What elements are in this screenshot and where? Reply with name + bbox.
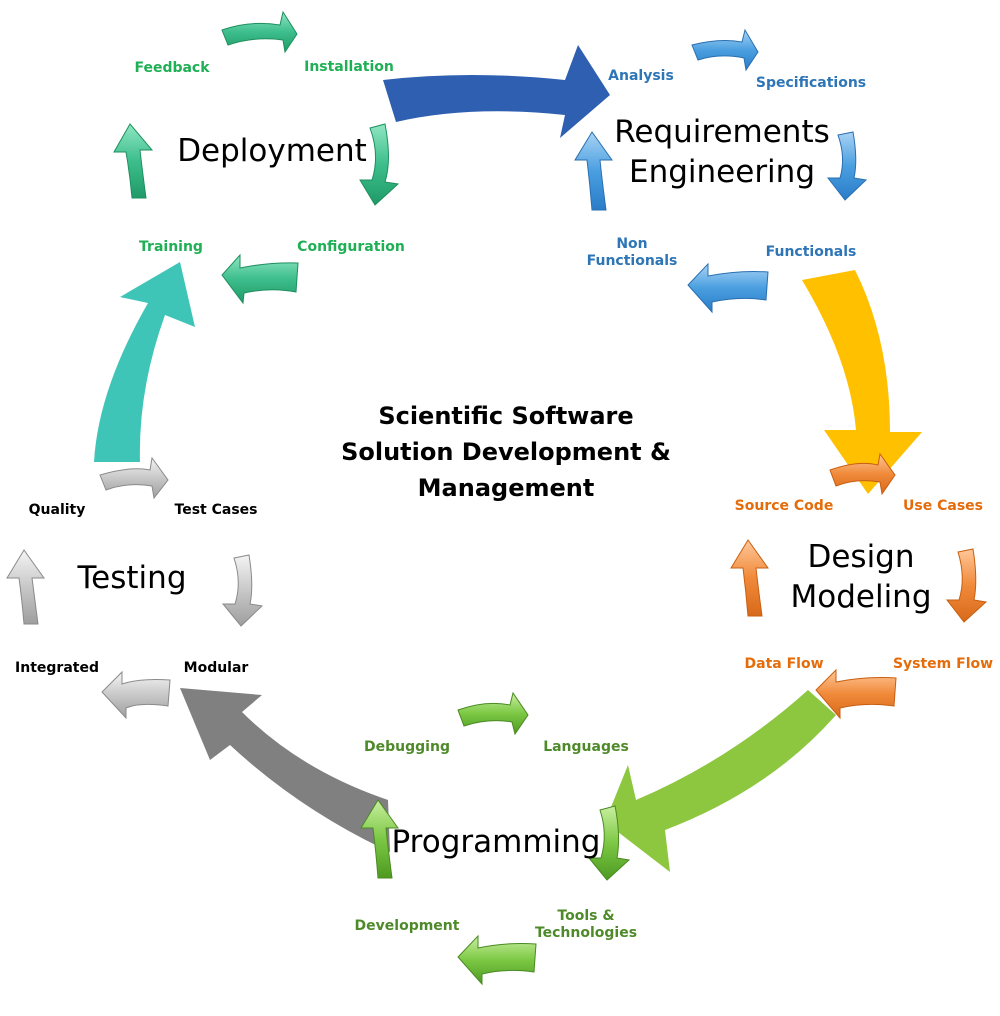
big-arrow-programming-to-testing	[180, 688, 390, 852]
step-integrated: Integrated	[15, 660, 99, 676]
phase-title-design: Design Modeling	[790, 537, 931, 618]
step-functionals: Functionals	[765, 244, 857, 260]
step-languages: Languages	[543, 739, 629, 755]
step-installation: Installation	[304, 59, 394, 75]
phase-title-line: Testing	[77, 560, 187, 596]
phase-title-requirements: Requirements Engineering	[614, 112, 830, 193]
arrow-source-code-to-use-cases	[829, 452, 896, 496]
step-source-code: Source Code	[734, 498, 834, 514]
step-data-flow: Data Flow	[744, 656, 824, 672]
step-modular: Modular	[183, 660, 249, 676]
step-training: Training	[139, 239, 203, 255]
phase-title-line: Modeling	[790, 579, 932, 616]
arrow-use-cases-to-system-flow	[945, 548, 988, 623]
step-analysis: Analysis	[608, 68, 674, 84]
requirements-step-arrows	[574, 28, 868, 314]
arrow-tools-to-development	[457, 934, 537, 986]
arrow-debugging-to-languages	[457, 691, 529, 736]
phase-title-programming: Programming	[392, 822, 601, 862]
design-step-arrows	[730, 452, 988, 720]
arrow-specifications-to-functionals	[826, 131, 868, 201]
step-non-functionals: Non Functionals	[587, 236, 678, 270]
step-quality: Quality	[28, 502, 86, 518]
center-title-line: Scientific Software	[378, 402, 634, 430]
arrow-non-functionals-to-analysis	[574, 131, 613, 211]
arrow-modular-to-integrated	[101, 670, 171, 720]
arrow-languages-to-tools	[587, 805, 631, 881]
phase-title-line: Deployment	[177, 133, 367, 169]
programming-step-arrows	[360, 691, 631, 986]
big-arrow-testing-to-deployment	[94, 262, 195, 462]
step-test-cases: Test Cases	[174, 502, 258, 518]
phase-title-testing: Testing	[78, 558, 187, 598]
phase-title-line: Programming	[391, 824, 601, 860]
step-system-flow: System Flow	[892, 656, 994, 672]
step-feedback: Feedback	[134, 60, 210, 76]
arrow-data-flow-to-source-code	[730, 539, 769, 617]
step-specifications: Specifications	[755, 75, 867, 91]
phase-title-line: Design	[807, 539, 915, 575]
big-arrow-deployment-to-requirements	[383, 45, 610, 138]
arrow-analysis-to-specifications	[691, 28, 759, 72]
step-debugging: Debugging	[364, 739, 450, 755]
arrow-integrated-to-quality	[6, 549, 45, 625]
step-configuration: Configuration	[297, 239, 405, 255]
phase-title-deployment: Deployment	[177, 131, 367, 171]
arrow-installation-to-configuration	[359, 123, 400, 206]
testing-step-arrows	[6, 456, 264, 720]
arrow-development-to-debugging	[360, 799, 399, 879]
phase-title-line: Requirements	[614, 114, 830, 150]
arrow-functionals-to-non-functionals	[687, 262, 769, 314]
center-title-line: Solution Development &	[341, 438, 671, 466]
step-tools-technologies: Tools & Technologies	[535, 908, 637, 942]
step-label-line: Non	[616, 236, 648, 252]
center-title-line: Management	[417, 474, 595, 502]
step-label-line: Tools &	[557, 908, 615, 924]
arrow-system-flow-to-data-flow	[815, 668, 897, 720]
arrow-training-to-feedback	[113, 123, 154, 199]
step-use-cases: Use Cases	[903, 498, 983, 514]
arrow-feedback-to-installation	[221, 10, 298, 54]
arrow-configuration-to-training	[221, 253, 299, 305]
big-arrow-design-to-programming	[605, 690, 836, 872]
phase-title-line: Engineering	[629, 154, 815, 191]
center-title: Scientific Software Solution Development…	[341, 398, 671, 506]
arrow-quality-to-test-cases	[99, 456, 169, 500]
step-development: Development	[354, 918, 460, 934]
step-label-line: Functionals	[586, 252, 678, 269]
deployment-step-arrows	[113, 10, 400, 305]
big-arrow-requirements-to-design	[802, 270, 922, 494]
step-label-line: Technologies	[534, 924, 638, 941]
arrow-test-cases-to-modular	[221, 554, 264, 627]
